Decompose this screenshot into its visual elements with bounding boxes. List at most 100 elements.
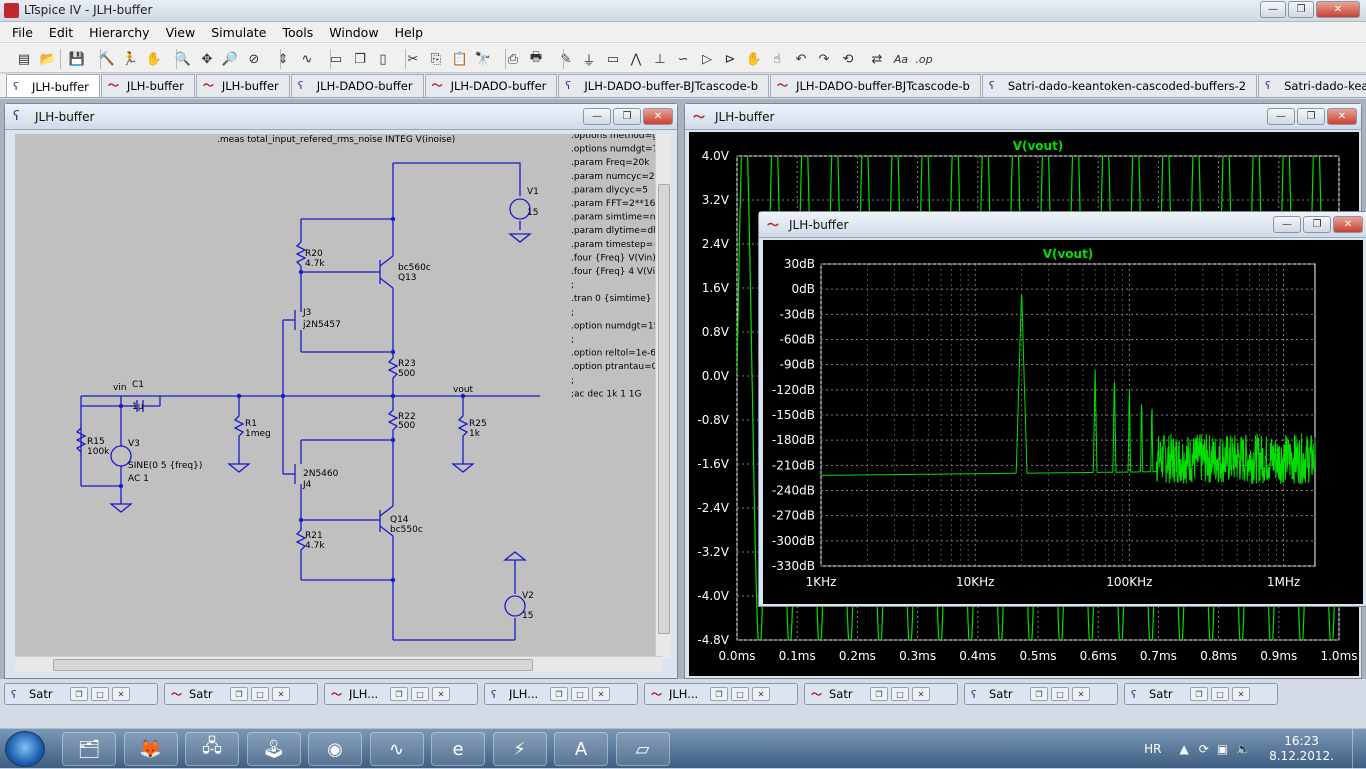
label-j4[interactable]: J4 bbox=[302, 480, 312, 490]
control-panel-icon[interactable]: 🔨 bbox=[98, 51, 116, 67]
copy-icon[interactable]: ⎘ bbox=[430, 51, 442, 67]
label-vin[interactable]: vin bbox=[113, 383, 127, 393]
menu-tools[interactable]: Tools bbox=[282, 24, 314, 40]
minimize-button[interactable]: — bbox=[1260, 1, 1286, 18]
restore-button[interactable]: ❐ bbox=[390, 687, 408, 701]
close-button[interactable]: ✕ bbox=[912, 687, 930, 701]
restore-button[interactable]: ❐ bbox=[710, 687, 728, 701]
minimized-window[interactable]: 〜JLH...❐□✕ bbox=[324, 683, 478, 705]
menu-view[interactable]: View bbox=[165, 24, 196, 40]
zoom-out-icon[interactable]: 🔎 bbox=[221, 51, 239, 67]
label-v2[interactable]: V2 bbox=[522, 591, 534, 601]
open-icon[interactable]: 📂 bbox=[39, 51, 57, 67]
explorer-icon[interactable]: 🗂 bbox=[62, 732, 116, 766]
maximize-button[interactable]: □ bbox=[731, 687, 749, 701]
pdf-icon[interactable]: A bbox=[554, 732, 608, 766]
trace-label[interactable]: V(vout) bbox=[1013, 139, 1064, 153]
waveform-time-maximize-button[interactable]: ❐ bbox=[1297, 108, 1325, 125]
window-tile-vertical-icon[interactable]: ▯ bbox=[379, 51, 387, 67]
label-r1[interactable]: R1 bbox=[245, 419, 257, 429]
maximize-button[interactable]: □ bbox=[411, 687, 429, 701]
menu-hierarchy[interactable]: Hierarchy bbox=[89, 24, 150, 40]
label-vout[interactable]: vout bbox=[453, 385, 474, 395]
spice-directive[interactable]: .option reltol=1e-6 bbox=[571, 349, 656, 359]
rotate-icon[interactable]: ⟲ bbox=[842, 51, 854, 67]
internet-explorer-icon[interactable]: e bbox=[431, 732, 485, 766]
maximize-button[interactable]: □ bbox=[251, 687, 269, 701]
network-icon[interactable]: 🖧 bbox=[185, 732, 239, 766]
label-r15-value[interactable]: 100k bbox=[87, 447, 110, 457]
label-v3-ac[interactable]: AC 1 bbox=[128, 474, 149, 484]
spice-directive[interactable]: ; bbox=[571, 281, 574, 291]
text-icon[interactable]: Aa bbox=[893, 52, 909, 66]
menu-edit[interactable]: Edit bbox=[48, 24, 74, 40]
waveform-time-close-button[interactable]: ✕ bbox=[1327, 108, 1357, 125]
close-button[interactable]: ✕ bbox=[272, 687, 290, 701]
spice-directive[interactable]: .param dlytime=dly bbox=[571, 226, 662, 236]
waveform-fft-minimize-button[interactable]: — bbox=[1273, 216, 1301, 233]
close-button[interactable]: ✕ bbox=[1072, 687, 1090, 701]
label-v1[interactable]: V1 bbox=[527, 187, 539, 197]
spice-directive[interactable]: .four {Freq} V(Vin) V bbox=[571, 253, 666, 263]
spice-directive[interactable]: .param timestep={si bbox=[571, 240, 666, 250]
label-r1-value[interactable]: 1meg bbox=[245, 429, 271, 439]
spice-directive[interactable]: .param Freq=20k bbox=[571, 158, 650, 168]
spice-directive[interactable]: ; bbox=[571, 335, 574, 345]
spice-directive[interactable]: .param dlycyc=5 bbox=[571, 185, 648, 195]
ground-icon[interactable]: ⏚ bbox=[582, 53, 596, 69]
maximize-button[interactable]: □ bbox=[891, 687, 909, 701]
restore-button[interactable]: ❐ bbox=[70, 687, 88, 701]
menu-window[interactable]: Window bbox=[329, 24, 379, 40]
component-icon[interactable]: ⊳ bbox=[724, 51, 736, 67]
network-icon[interactable]: ▣ bbox=[1216, 742, 1229, 756]
spice-directive[interactable]: ; bbox=[571, 376, 574, 386]
tab-waveform[interactable]: 〜JLH-buffer bbox=[195, 74, 290, 97]
spice-directive-icon[interactable]: .op bbox=[915, 52, 933, 66]
label-q14[interactable]: Q14 bbox=[390, 515, 409, 525]
waveform-fft-maximize-button[interactable]: ❐ bbox=[1303, 216, 1331, 233]
spice-directive[interactable]: ;ac dec 1k 1 1G bbox=[571, 389, 642, 399]
schematic-vertical-scrollbar[interactable] bbox=[655, 134, 671, 658]
spice-directive[interactable]: .options numdgt=7 bbox=[571, 145, 658, 155]
label-r21-value[interactable]: 4.7k bbox=[305, 541, 325, 551]
tab-waveform[interactable]: 〜JLH-DADO-buffer-BJTcascode-b bbox=[770, 74, 981, 97]
label-r25[interactable]: R25 bbox=[469, 419, 487, 429]
label-j4-model[interactable]: 2N5460 bbox=[303, 469, 339, 479]
trace-label[interactable]: V(vout) bbox=[1043, 247, 1094, 261]
tab-waveform[interactable]: 〜JLH-DADO-buffer bbox=[424, 74, 558, 97]
label-v2-value[interactable]: 15 bbox=[522, 611, 533, 621]
save-icon[interactable]: 💾 bbox=[68, 51, 86, 67]
joystick-icon[interactable]: 🕹 bbox=[246, 732, 301, 766]
cut-icon[interactable]: ✂ bbox=[407, 51, 419, 67]
capacitor-icon[interactable]: ⊥ bbox=[654, 51, 666, 67]
schematic-close-button[interactable]: ✕ bbox=[643, 108, 673, 125]
label-r23[interactable]: R23 bbox=[398, 359, 416, 369]
tab-waveform[interactable]: 〜JLH-buffer bbox=[100, 74, 195, 97]
antivirus-icon[interactable]: ◉ bbox=[308, 732, 362, 766]
restore-button[interactable]: ❐ bbox=[1190, 687, 1208, 701]
restore-button[interactable]: ❐ bbox=[870, 687, 888, 701]
minimized-window[interactable]: 〜Satr❐□✕ bbox=[804, 683, 958, 705]
spice-directive[interactable]: .four {Freq} 4 V(Vin) bbox=[571, 267, 664, 277]
spice-directive[interactable]: .tran 0 {simtime} {dl bbox=[571, 294, 668, 304]
zoom-in-icon[interactable]: 🔍 bbox=[174, 51, 192, 67]
clock[interactable]: 16:23 8.12.2012. bbox=[1269, 734, 1334, 764]
close-button[interactable]: ✕ bbox=[752, 687, 770, 701]
close-button[interactable]: ✕ bbox=[112, 687, 130, 701]
label-r22-value[interactable]: 500 bbox=[398, 421, 415, 431]
label-r21[interactable]: R21 bbox=[305, 531, 323, 541]
mirror-icon[interactable]: ⇄ bbox=[871, 51, 883, 67]
label-q14-model[interactable]: bc550c bbox=[390, 525, 423, 535]
resistor-icon[interactable]: ⋀ bbox=[630, 51, 642, 67]
label-c1[interactable]: C1 bbox=[132, 380, 144, 390]
label-v1-value[interactable]: 15 bbox=[527, 208, 538, 218]
maximize-button[interactable]: ❐ bbox=[1288, 1, 1314, 18]
